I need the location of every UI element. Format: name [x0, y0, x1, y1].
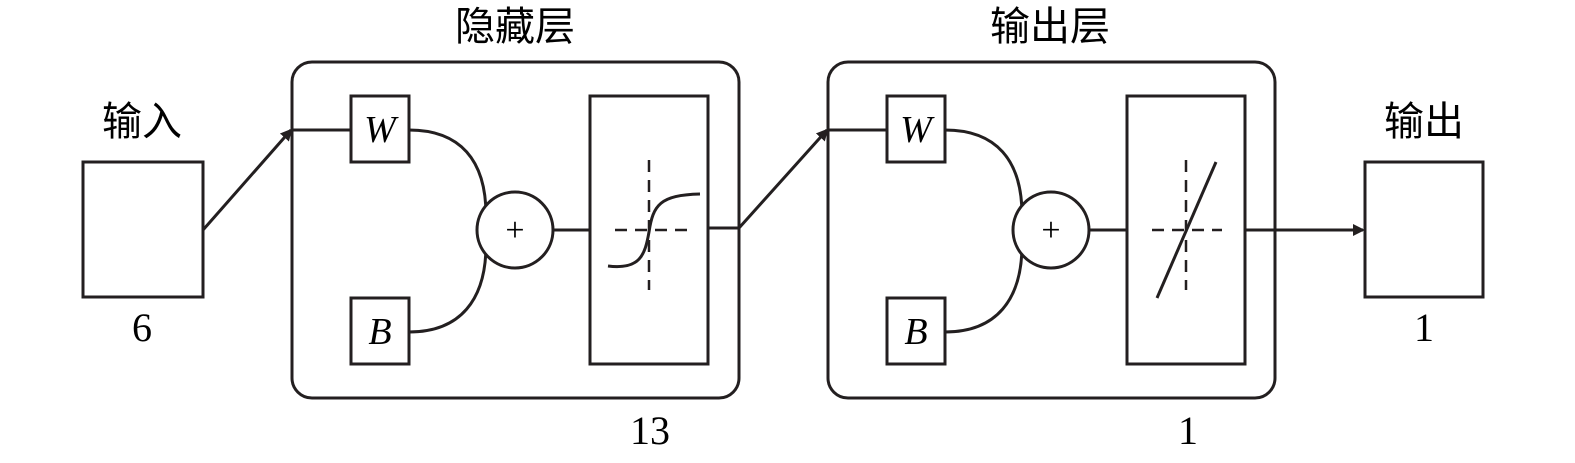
input-title: 输入 — [102, 99, 182, 145]
input-block: 输入 6 — [81, 99, 205, 350]
output-bias-label: B — [904, 311, 927, 353]
hidden-sum-symbol: + — [505, 212, 524, 249]
hidden-weight-connector — [408, 128, 488, 216]
hidden-bias-label: B — [368, 311, 391, 353]
output-block: 输出 1 — [1363, 99, 1485, 350]
sigmoid-curve-icon — [607, 160, 701, 290]
output-layer-block: 输出层 W B + 1 — [826, 4, 1277, 453]
output-size: 1 — [1414, 305, 1434, 350]
output-bias-box — [885, 296, 947, 366]
input-box — [81, 160, 205, 299]
input-size: 6 — [132, 305, 152, 350]
output-box — [1363, 160, 1485, 299]
output-layer-title: 输出层 — [990, 4, 1110, 50]
hidden-bias-connector — [408, 244, 488, 334]
hidden-layer-title: 隐藏层 — [455, 4, 575, 50]
output-bias-connector — [944, 244, 1024, 334]
hidden-layer-frame — [290, 60, 741, 400]
output-sum-symbol: + — [1041, 212, 1060, 249]
hidden-to-output-arrow — [737, 128, 829, 230]
output-title: 输出 — [1384, 99, 1464, 145]
hidden-weight-label: W — [364, 109, 399, 151]
linear-line-icon — [1152, 160, 1222, 299]
output-weight-box — [885, 94, 947, 164]
hidden-weight-box — [349, 94, 411, 164]
output-neuron-count: 1 — [1178, 408, 1198, 453]
hidden-neuron-count: 13 — [630, 408, 670, 453]
input-to-hidden-arrow — [201, 128, 293, 231]
output-weight-connector — [944, 128, 1024, 216]
output-weight-label: W — [900, 109, 935, 151]
hidden-layer-block: 隐藏层 W B + 13 — [290, 4, 741, 453]
